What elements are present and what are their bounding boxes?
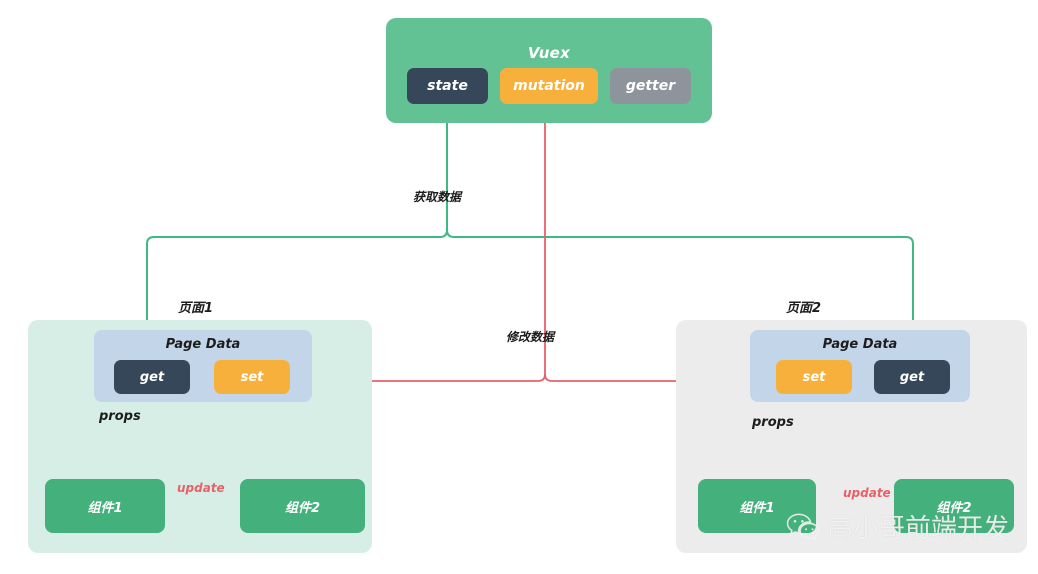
component-2-page1[interactable]: 组件2 [240,479,365,533]
component-2-page2[interactable]: 组件2 [894,479,1014,533]
component-1-page1[interactable]: 组件1 [45,479,165,533]
page-data-title-1: Page Data [165,337,241,352]
component-1-page2[interactable]: 组件1 [698,479,816,533]
update-label-page1: update [177,481,225,495]
set-chip-page2[interactable]: set [776,360,852,394]
fetch-data-label: 获取数据 [413,190,462,204]
props-label-page1: props [99,409,141,424]
vuex-title: Vuex [527,44,571,62]
update-label-page2: update [843,486,891,500]
watermark-text: 高小哥前端开发 [827,514,1010,544]
page-data-box-2: Page Data set get [750,330,970,402]
get-chip-page1[interactable]: get [114,360,190,394]
vuex-store-panel: Vuex state mutation getter [386,18,712,123]
page-label-1: 页面1 [178,301,214,316]
page-data-title-2: Page Data [822,337,898,352]
state-chip[interactable]: state [407,68,488,104]
page-data-box-1: Page Data get set [94,330,312,402]
get-chip-page2[interactable]: get [874,360,950,394]
props-label-page2: props [752,415,794,430]
modify-data-label: 修改数据 [506,330,555,344]
getter-chip[interactable]: getter [610,68,691,104]
set-chip-page1[interactable]: set [214,360,290,394]
mutation-chip[interactable]: mutation [500,68,598,104]
wechat-icon [786,513,820,541]
page-label-2: 页面2 [786,301,822,316]
watermark: 高小哥前端开发 [786,508,1009,545]
